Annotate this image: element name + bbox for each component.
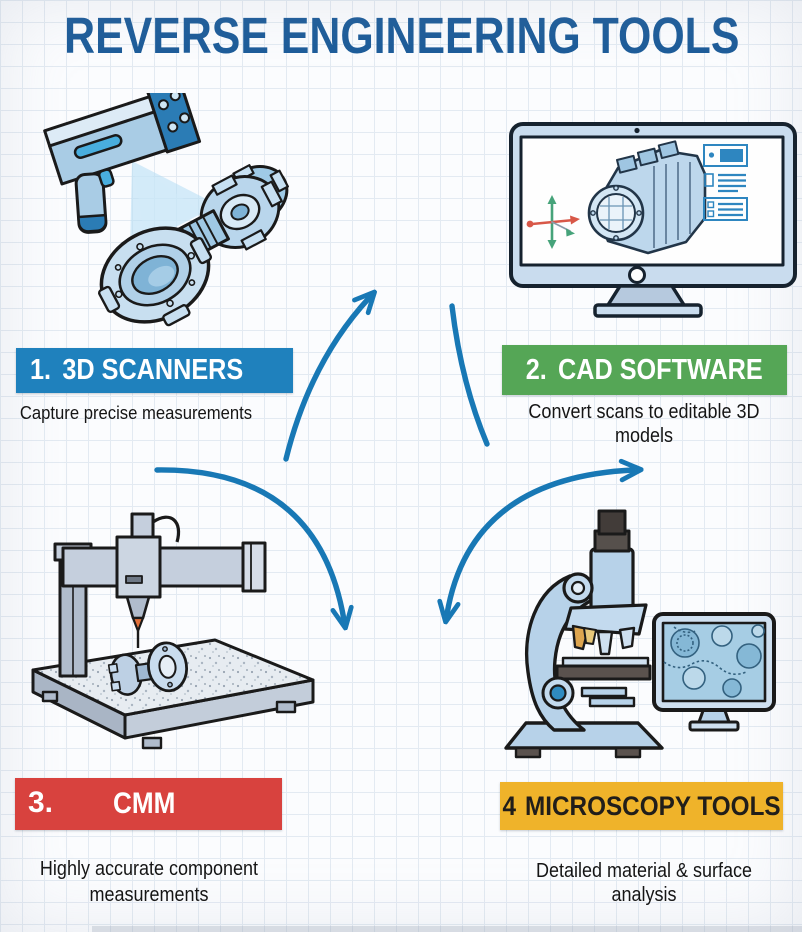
section-label: CAD SOFTWARE <box>558 353 763 386</box>
section-number: 1. <box>30 354 52 386</box>
cad-engine-model <box>587 140 707 255</box>
section-banner-microscopy: 4 MICROSCOPY TOOLS <box>500 782 783 830</box>
monitor-power-button <box>628 266 646 284</box>
arrow-cmm-microscopy <box>447 470 633 614</box>
section-label: CMM <box>112 787 176 820</box>
arrow-scanners-to-cad <box>283 298 369 462</box>
scanned-gear-part <box>98 164 289 327</box>
section-banner-cmm: 3. CMM <box>15 778 282 830</box>
axis-gizmo-icon <box>526 195 580 249</box>
monitor-stand <box>606 284 686 307</box>
section-caption-microscopy: Detailed material & surface analysis <box>535 860 753 907</box>
measured-part <box>107 641 189 696</box>
objective-lenses <box>571 624 636 656</box>
section-banner-3d-scanners: 1. 3D SCANNERS <box>16 348 293 393</box>
scanner-light-beam-inner <box>132 161 200 243</box>
illustration-cad-monitor <box>509 122 797 318</box>
page-title: REVERSE ENGINEERING TOOLS <box>64 7 740 64</box>
microscope-base <box>504 721 664 750</box>
section-number: 4 <box>502 790 516 821</box>
section-label: MICROSCOPY TOOLS <box>524 790 781 821</box>
microscope-tube <box>589 547 635 613</box>
arrow-scanners-to-cmm <box>154 467 344 620</box>
section-caption-3d-scanners: Capture precise measurements <box>19 402 253 423</box>
section-caption-cmm: Highly accurate component measurements <box>39 858 259 906</box>
cmm-probe-head <box>115 512 181 648</box>
illustration-cmm-machine <box>31 512 315 750</box>
section-number: 3. <box>28 786 54 819</box>
scanner-device <box>43 93 202 234</box>
probe-tip <box>131 616 145 633</box>
monitor-base <box>593 303 703 318</box>
webcam-icon <box>634 127 640 134</box>
eyepiece <box>597 509 627 536</box>
cad-ui-panel <box>703 144 748 221</box>
analysis-monitor <box>652 612 776 732</box>
section-number: 2. <box>526 353 548 386</box>
section-banner-cad-software: 2. CAD SOFTWARE <box>502 345 787 395</box>
illustration-3d-scanner <box>43 93 289 327</box>
illustration-microscope <box>504 509 776 759</box>
section-label: 3D SCANNERS <box>62 354 244 386</box>
section-caption-cad-software: Convert scans to editable 3D models <box>528 401 760 448</box>
microscope-stage <box>555 664 652 681</box>
microscope-body <box>504 509 664 759</box>
arrow-cad-down-tail <box>449 303 490 447</box>
